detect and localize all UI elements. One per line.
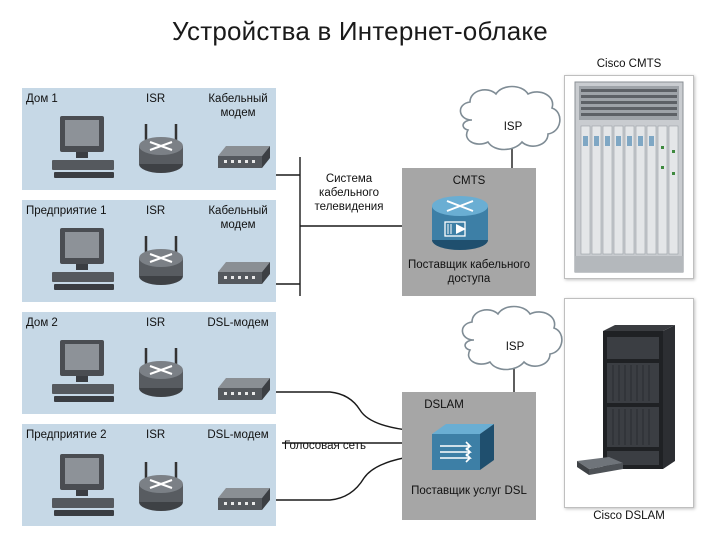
panel-business-2: Предприятие 2 ISR DSL-модем	[22, 424, 276, 526]
panel-home-1: Дом 1 ISR Кабельный модем	[22, 88, 276, 190]
router-icon	[139, 236, 183, 285]
cmts-chassis-image	[574, 81, 684, 273]
cable-provider-label: Поставщик кабельного доступа	[407, 259, 531, 285]
computer-icon	[52, 116, 114, 178]
page-title: Устройства в Интернет-облаке	[172, 16, 548, 46]
dslam-chassis-image	[577, 325, 675, 475]
panel-isr-label: ISR	[146, 429, 166, 441]
dslam-photo	[564, 298, 694, 508]
router-icon	[139, 124, 183, 173]
router-icon	[139, 462, 183, 511]
panel-category-label: Дом 2	[26, 317, 58, 329]
dsl-provider-label: Поставщик услуг DSL	[411, 485, 527, 497]
modem-icon	[218, 378, 270, 400]
router-icon	[139, 348, 183, 397]
panel-category-label: Дом 1	[26, 93, 58, 105]
voice-network-label: Голосовая сеть	[284, 440, 366, 452]
modem-icon	[218, 488, 270, 510]
panel-modem-label: DSL-модем	[207, 429, 269, 441]
panel-category-label: Предприятие 1	[26, 205, 107, 217]
panel-business-1: Предприятие 1 ISR Кабельный модем	[22, 200, 276, 302]
panel-category-label: Предприятие 2	[26, 429, 107, 441]
panel-home-2: Дом 2 ISR DSL-модем	[22, 312, 276, 414]
cmts-label: CMTS	[452, 175, 486, 187]
modem-icon	[218, 262, 270, 284]
modem-icon	[218, 146, 270, 168]
panel-modem-label: Кабельный модем	[208, 93, 268, 119]
cable-system-label: Система кабельного телевидения	[314, 173, 384, 213]
dslam-label: DSLAM	[424, 399, 464, 411]
isp-label-dsl: ISP	[505, 341, 525, 353]
dslam-photo-caption: Cisco DSLAM	[593, 510, 665, 522]
panel-modem-label: DSL-модем	[207, 317, 269, 329]
cmts-photo	[564, 75, 694, 279]
cmts-photo-caption: Cisco CMTS	[596, 58, 662, 70]
computer-icon	[52, 454, 114, 516]
computer-icon	[52, 228, 114, 290]
panel-isr-label: ISR	[146, 93, 166, 105]
panel-modem-label: Кабельный модем	[208, 205, 268, 231]
panel-isr-label: ISR	[146, 317, 166, 329]
isp-label-cable: ISP	[503, 121, 523, 133]
computer-icon	[52, 340, 114, 402]
panel-isr-label: ISR	[146, 205, 166, 217]
